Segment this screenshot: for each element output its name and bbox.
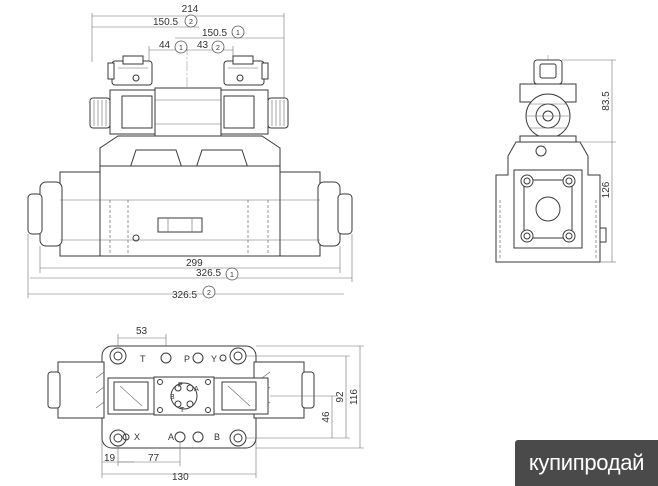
dim-label: 83.5 [601,91,612,111]
dimension-326-5-ref-1: 326.5 1 [30,234,353,282]
ref-marker: 1 [230,272,234,279]
dim-label: 116 [349,389,360,405]
port-label-x: X [134,432,140,442]
pilot-port-label: A [194,386,199,393]
dimension-150-5-ref-1: 150.5 1 [175,25,284,39]
watermark-logo: купипродай [515,440,658,486]
dim-label: 44 [159,40,171,51]
dim-label: 126 [601,181,612,198]
front-view: 214 150.5 2 150.5 1 44 1 43 2 [27,4,353,301]
dimension-150-5-ref-2: 150.5 2 [92,14,199,28]
dimension-44-43: 44 1 43 2 [148,40,234,75]
dimension-77: 77 [118,442,181,466]
dimension-92: 92 [246,355,350,439]
pilot-port-label: T [180,407,185,414]
dimension-326-5-ref-2: 326.5 2 [27,234,344,301]
side-view: 83.5 126 [495,55,616,263]
dim-label: 53 [136,326,148,337]
dim-label: 43 [197,40,209,51]
dimension-46: 46 [270,395,336,438]
dimension-299: 299 [39,246,341,273]
dim-label: 130 [172,472,189,483]
right-end-cap [279,171,353,257]
pilot-valve-body [89,87,289,137]
left-end-cap [27,171,101,257]
port-label-t: T [140,354,146,364]
dim-label: 46 [321,411,332,423]
port-label-b: B [214,432,220,442]
ref-marker: 1 [179,45,183,52]
port-label-a: A [168,432,174,442]
dimension-116: 116 [256,345,364,449]
ref-marker: 2 [189,19,193,26]
dim-label: 214 [182,4,199,15]
left-solenoid-connector [107,55,153,86]
dimension-126: 126 [600,142,616,263]
ref-marker: 2 [207,290,211,297]
port-label-p: P [184,354,190,364]
dimension-130: 130 [101,440,257,483]
dim-label: 326.5 [172,290,197,301]
ref-marker: 1 [236,30,240,37]
pilot-port-label: P [178,382,183,389]
dim-label: 19 [104,453,116,464]
pilot-port-label: B [170,394,175,401]
dim-label: 150.5 [202,28,227,39]
right-solenoid-connector [223,55,269,86]
dim-label: 150.5 [153,17,178,28]
dim-label: 92 [335,391,346,403]
dim-label: 77 [148,453,160,464]
port-label-y: Y [211,354,217,364]
dimension-83-5: 83.5 [562,59,616,143]
bottom-view: 53 P A B T [47,326,364,483]
main-valve-body [99,135,281,257]
ref-marker: 2 [216,45,220,52]
dim-label: 326.5 [196,268,221,279]
dim-label: 299 [186,258,203,269]
